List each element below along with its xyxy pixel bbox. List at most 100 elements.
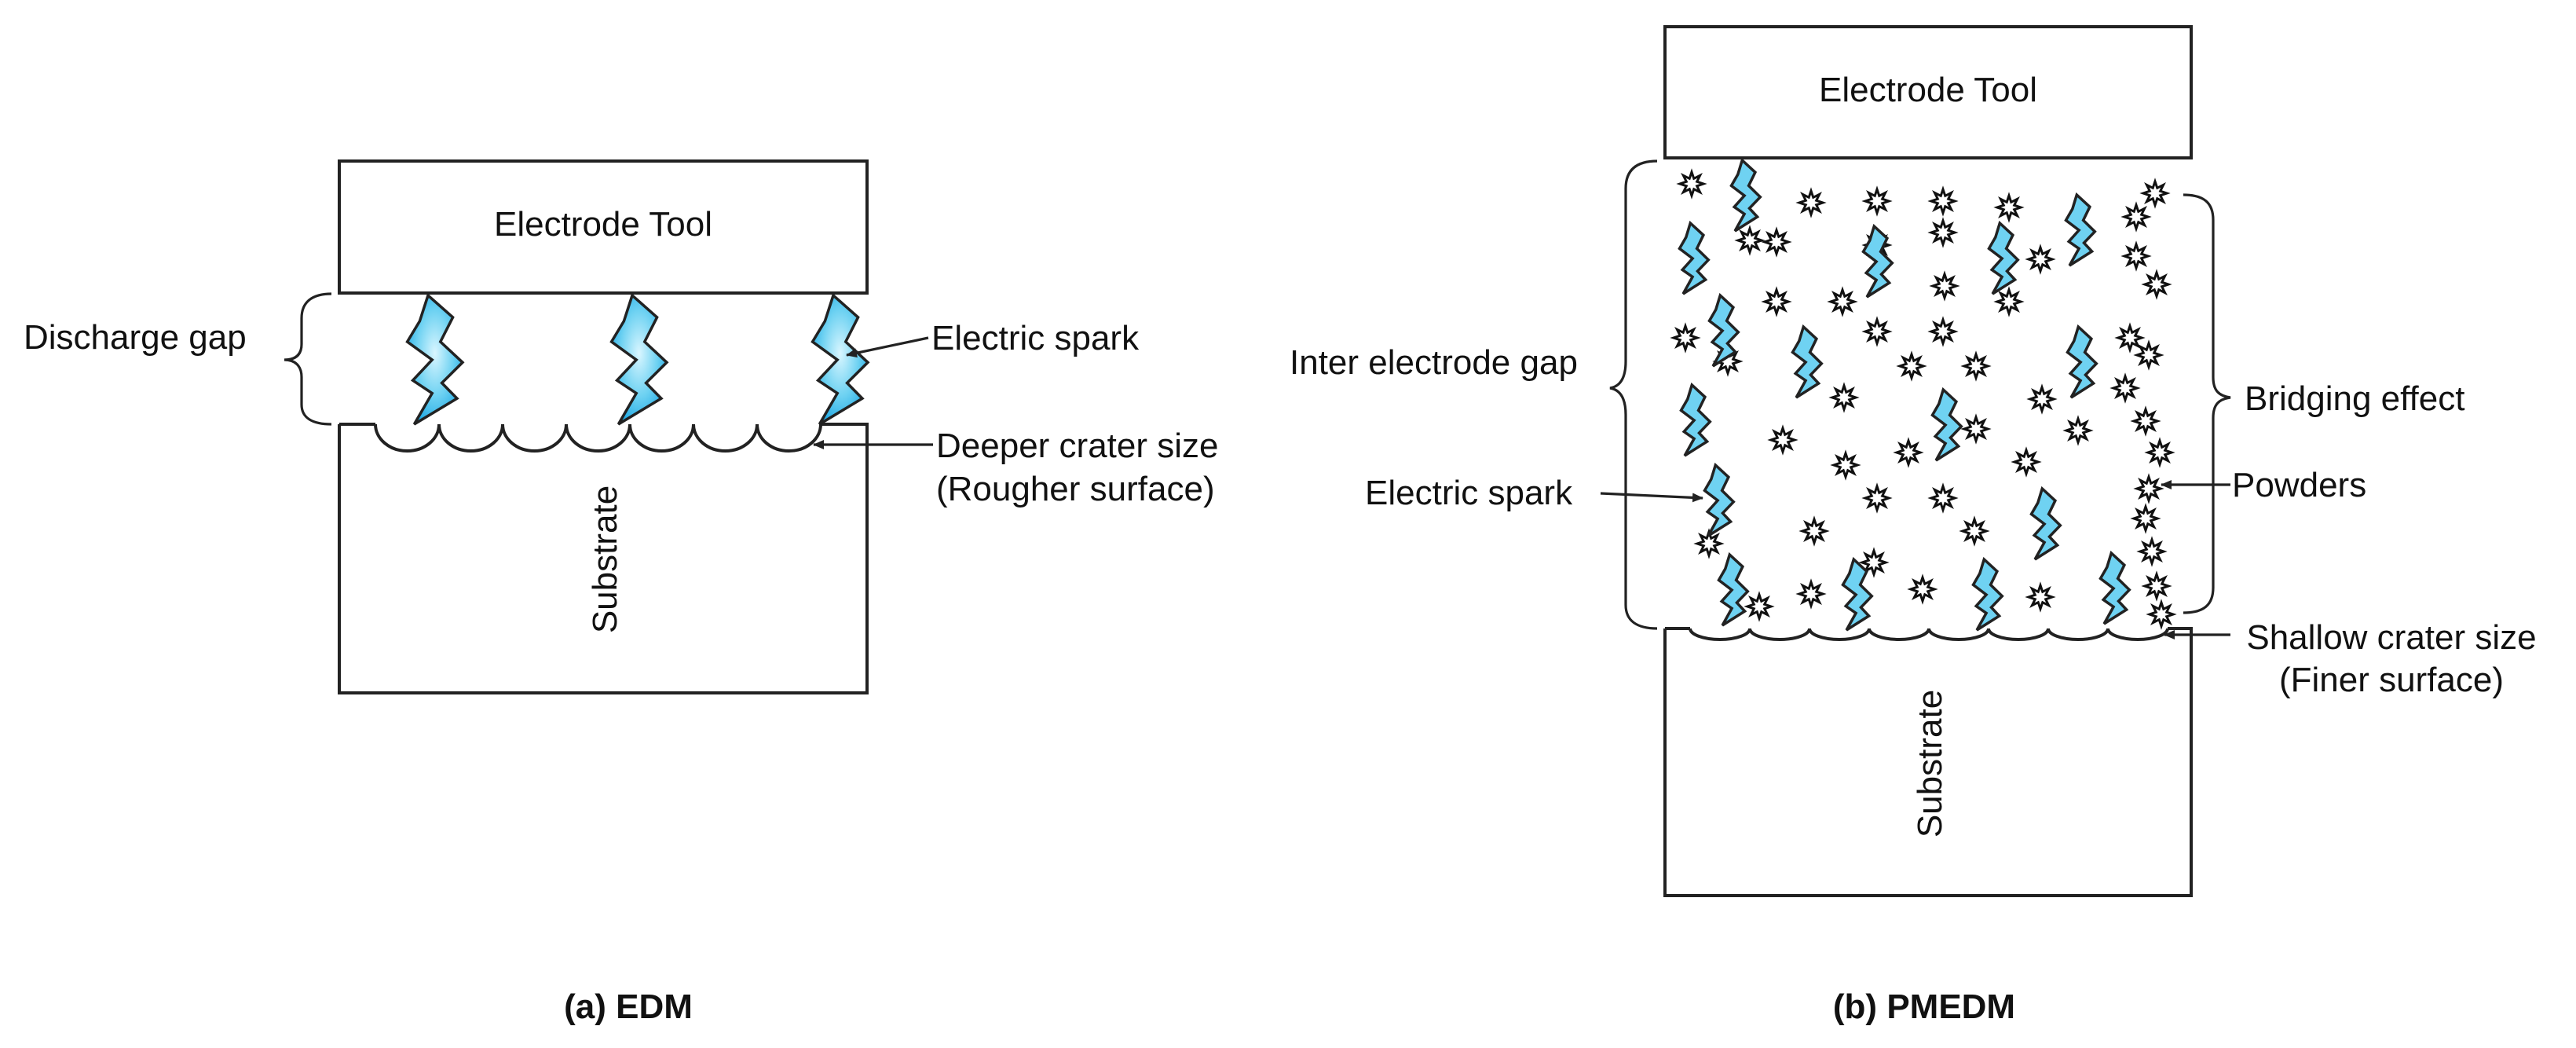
powder-particle-icon xyxy=(2062,415,2094,446)
pmedm-crater-surface xyxy=(1689,628,2169,641)
powder-particle-icon xyxy=(1761,226,1792,258)
spark-icon xyxy=(2029,486,2062,561)
pmedm-spark-label: Electric spark xyxy=(1365,474,1573,512)
powder-particle-icon xyxy=(2114,322,2146,354)
powder-particle-icon xyxy=(2133,473,2164,504)
powder-particle-icon xyxy=(1893,437,1924,468)
spark-icon xyxy=(2066,324,2098,399)
powder-particle-icon xyxy=(1927,185,1959,217)
powder-particle-icon xyxy=(1795,578,1827,610)
powder-particle-icon xyxy=(2109,372,2141,404)
spark-icon xyxy=(609,292,669,426)
edm-discharge-gap-brace xyxy=(284,292,332,426)
powder-particle-icon xyxy=(2146,599,2177,630)
spark-icon xyxy=(1678,220,1711,295)
pmedm-crater-label-line1: Shallow crater size xyxy=(2246,618,2536,657)
powder-particle-icon xyxy=(1927,482,1959,514)
powder-particle-icon xyxy=(2011,446,2042,478)
powder-particle-icon xyxy=(2144,437,2175,468)
powder-particle-icon xyxy=(2120,240,2152,272)
edm-caption: (a) EDM xyxy=(564,988,693,1026)
powder-particle-icon xyxy=(1830,449,1861,481)
powder-particle-icon xyxy=(1993,286,2025,317)
powder-particle-icon xyxy=(2139,178,2171,209)
spark-icon xyxy=(810,292,870,426)
pmedm-substrate-label: Substrate xyxy=(1911,690,1949,837)
spark-icon xyxy=(1717,551,1750,627)
powder-particle-icon xyxy=(1960,350,1992,382)
spark-icon xyxy=(2098,550,2131,625)
powder-particle-icon xyxy=(1744,591,1775,622)
spark-icon xyxy=(405,292,465,426)
powder-particle-icon xyxy=(1927,316,1959,347)
pmedm-electrode-tool-box xyxy=(1663,25,2193,159)
edm-crater-surface xyxy=(374,423,822,453)
powder-particle-icon xyxy=(2025,581,2056,613)
powder-particle-icon xyxy=(1827,286,1858,317)
powder-particle-icon xyxy=(1861,482,1893,514)
edm-crater-label-line2: (Rougher surface) xyxy=(936,470,1215,508)
powder-particle-icon xyxy=(1670,322,1701,354)
pmedm-substrate-box xyxy=(1663,627,2193,897)
spark-icon xyxy=(1729,157,1762,233)
spark-icon xyxy=(1679,382,1712,457)
powder-particle-icon xyxy=(1795,187,1827,218)
powder-particle-icon xyxy=(2133,339,2164,371)
spark-icon xyxy=(2064,192,2097,267)
edm-substrate-label: Substrate xyxy=(586,486,624,633)
pmedm-panel: Electrode Tool Substrate Inter electrode… xyxy=(1290,25,2537,1026)
edm-spark-arrow xyxy=(846,336,929,358)
powder-particle-icon xyxy=(1959,515,1990,547)
edm-electrode-tool-label: Electrode Tool xyxy=(494,205,712,244)
pmedm-bridging-label: Bridging effect xyxy=(2245,379,2464,418)
pmedm-crater-label-line2: (Finer surface) xyxy=(2279,661,2504,699)
powder-particle-icon xyxy=(2026,383,2058,415)
powder-particle-icon xyxy=(1676,168,1707,200)
edm-sparks xyxy=(405,292,870,426)
spark-icon xyxy=(1861,223,1894,299)
powder-particle-icon xyxy=(1927,217,1959,248)
edm-crater-label-line1: Deeper crater size xyxy=(936,427,1218,465)
powder-particle-icon xyxy=(2141,269,2172,300)
spark-icon xyxy=(1971,556,2004,632)
powder-particle-icon xyxy=(1798,515,1830,547)
powder-particle-icon xyxy=(1767,424,1798,456)
powder-particle-icon xyxy=(1929,270,1960,302)
spark-icon xyxy=(1987,220,2020,295)
powder-particle-icon xyxy=(2025,244,2056,275)
powder-particle-icon xyxy=(1861,185,1893,217)
edm-panel: Electrode Tool Substrate Discharge gap E… xyxy=(24,159,1218,1026)
pmedm-bridging-brace xyxy=(2183,193,2231,614)
spark-icon xyxy=(1841,556,1874,632)
edm-electrode-tool-box xyxy=(338,159,869,295)
spark-icon xyxy=(1930,387,1963,462)
powder-particle-icon xyxy=(2136,536,2168,567)
powder-particle-icon xyxy=(1761,286,1792,317)
pmedm-caption: (b) PMEDM xyxy=(1833,988,2015,1026)
powder-particle-icon xyxy=(1960,413,1992,445)
powder-particle-icon xyxy=(2130,503,2161,534)
pmedm-electrode-tool-label: Electrode Tool xyxy=(1819,71,2037,109)
pmedm-powders-label: Powders xyxy=(2232,466,2366,504)
spark-icon xyxy=(1791,324,1824,399)
powder-particle-icon xyxy=(1734,225,1766,256)
powder-particle-icon xyxy=(1907,573,1938,605)
powder-particle-icon xyxy=(2120,201,2152,233)
pmedm-gap-label: Inter electrode gap xyxy=(1290,343,1578,382)
edm-substrate-box xyxy=(338,423,869,694)
pmedm-sparks xyxy=(1678,157,2131,632)
powder-particle-icon xyxy=(2130,405,2161,437)
powder-particle-icon xyxy=(1993,192,2025,223)
edm-spark-label: Electric spark xyxy=(931,319,1140,357)
edm-discharge-gap-label: Discharge gap xyxy=(24,318,247,357)
pmedm-inter-electrode-gap-brace xyxy=(1609,159,1658,630)
powder-particle-icon xyxy=(2141,570,2172,602)
spark-icon xyxy=(1707,292,1740,368)
powder-particle-icon xyxy=(1693,528,1725,559)
pmedm-spark-arrow xyxy=(1600,492,1703,503)
powder-particle-icon xyxy=(1828,382,1860,413)
pmedm-powders xyxy=(1670,168,2177,630)
powder-particle-icon xyxy=(1858,547,1890,578)
